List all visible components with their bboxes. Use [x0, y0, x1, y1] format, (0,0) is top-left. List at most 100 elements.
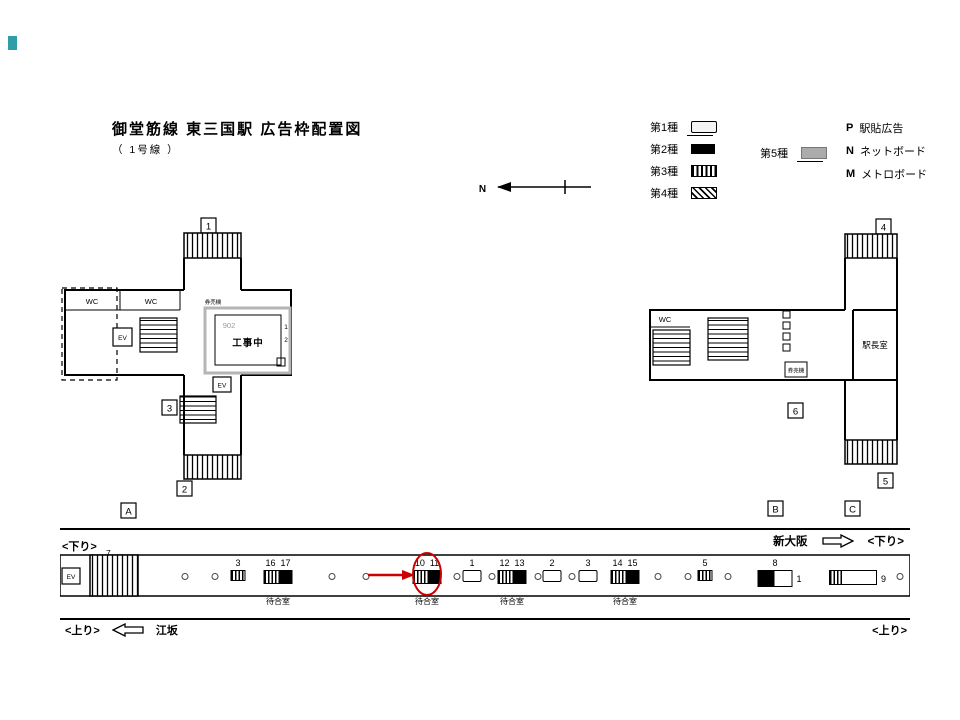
page-subtitle: （ 1号線 ） [112, 144, 180, 156]
exit-1: 1 [183, 217, 242, 290]
area-label-a: A [120, 502, 137, 519]
ad-frame-9: 9 [829, 558, 886, 585]
legend-types: 第1種 第2種 第3種 第4種 [650, 116, 718, 204]
svg-text:6: 6 [793, 407, 798, 418]
platform-dot [684, 558, 692, 580]
construction-area: 902 工事中 1 2 [203, 306, 292, 375]
ad-frame-1: 1 [462, 558, 482, 582]
ad-frame-2: 2 [542, 558, 562, 582]
stairs-icon [707, 317, 749, 361]
svg-text:3: 3 [167, 404, 172, 415]
svg-text:C: C [849, 505, 856, 516]
left-floor-plan: 1 WC WC EV 券売機 [61, 217, 292, 519]
legend-type5: 第5種 [760, 142, 828, 164]
screen-artifact-mark [8, 36, 17, 50]
stairs-icon [183, 454, 242, 480]
page-title: 御堂筋線 東三国駅 広告枠配置図 [112, 121, 363, 138]
direction-header-right: 新大阪 <下り> [773, 533, 904, 549]
elevator-upper: EV [112, 327, 133, 347]
area-label-b: B [767, 500, 784, 517]
svg-text:EV: EV [218, 383, 227, 390]
hall-walls [649, 309, 898, 381]
station-esaka: 江坂 [155, 625, 178, 637]
exit-6: 6 [787, 402, 804, 419]
platform-dot [453, 558, 461, 580]
right-floor-plan: 4 WC 券売機 駅長室 6 [649, 218, 898, 517]
right-outline-arrow-icon [821, 534, 854, 548]
type1-swatch-icon [687, 121, 718, 136]
ad-frame-5: 5 [697, 558, 713, 581]
svg-text:券売機: 券売機 [205, 298, 222, 306]
wc-room: WC [650, 315, 690, 328]
svg-text:WC: WC [145, 297, 158, 306]
svg-text:券売機: 券売機 [788, 367, 805, 375]
type4-swatch-icon [691, 187, 718, 199]
stairs-icon [179, 395, 217, 424]
svg-text:1: 1 [206, 222, 211, 233]
platform-outline: EV [60, 528, 910, 620]
svg-text:1: 1 [284, 324, 288, 331]
svg-text:5: 5 [883, 477, 888, 488]
north-arrowhead-icon [497, 182, 511, 192]
station-master-office: 駅長室 [852, 309, 897, 380]
legend-type2: 第2種 [650, 138, 717, 160]
direction-footer-left: <上り> 江坂 [65, 622, 178, 638]
wc-rooms: WC WC [65, 290, 181, 311]
legend-type3: 第3種 [650, 160, 718, 182]
ad-frame-3: 3 [578, 558, 598, 582]
svg-text:A: A [125, 507, 132, 518]
type3-swatch-icon [691, 165, 718, 177]
platform-dot [896, 558, 904, 580]
station-shin-osaka: 新大阪 [773, 536, 808, 548]
svg-text:駅長室: 駅長室 [862, 340, 888, 350]
direction-label-down-left: <下り> [62, 541, 97, 553]
type5-swatch-icon [797, 147, 828, 162]
svg-text:EV: EV [118, 335, 127, 342]
area-label-c: C [844, 500, 861, 517]
stairs-icon [652, 329, 691, 366]
legend-type1: 第1種 [650, 116, 718, 138]
svg-text:2: 2 [284, 337, 288, 344]
north-arrow: N [479, 180, 591, 195]
ad-frame-3: 3 [230, 558, 246, 581]
platform-dot [534, 558, 542, 580]
platform-dot [211, 558, 219, 580]
stairs-icon [139, 317, 178, 353]
elevator-lower: EV [212, 376, 232, 393]
platform-dot [654, 558, 662, 580]
title-block: 御堂筋線 東三国駅 広告枠配置図 （ 1号線 ） [112, 118, 362, 157]
platform-dot [568, 558, 576, 580]
platform-dot [488, 558, 496, 580]
svg-text:工事中: 工事中 [232, 337, 264, 349]
svg-text:4: 4 [881, 223, 886, 234]
svg-text:902: 902 [223, 321, 236, 330]
legend-type4: 第4種 [650, 182, 718, 204]
platform-dot [181, 558, 189, 580]
stairs-icon [844, 439, 898, 465]
exit-5: 5 [844, 439, 898, 489]
north-label: N [479, 184, 487, 195]
left-outline-arrow-icon [111, 623, 144, 637]
platform-dot [724, 558, 732, 580]
exit-4: 4 [844, 218, 898, 310]
stairs-icon [89, 554, 139, 597]
stairs-icon [183, 232, 242, 259]
exit-3: 3 [161, 395, 217, 424]
direction-footer-right: <上り> [872, 625, 907, 637]
exit-2: 2 [176, 454, 242, 497]
ticket-machines: 券売機 [782, 310, 808, 378]
ad-frame-7: 7 [106, 548, 111, 558]
svg-text:WC: WC [659, 315, 672, 324]
